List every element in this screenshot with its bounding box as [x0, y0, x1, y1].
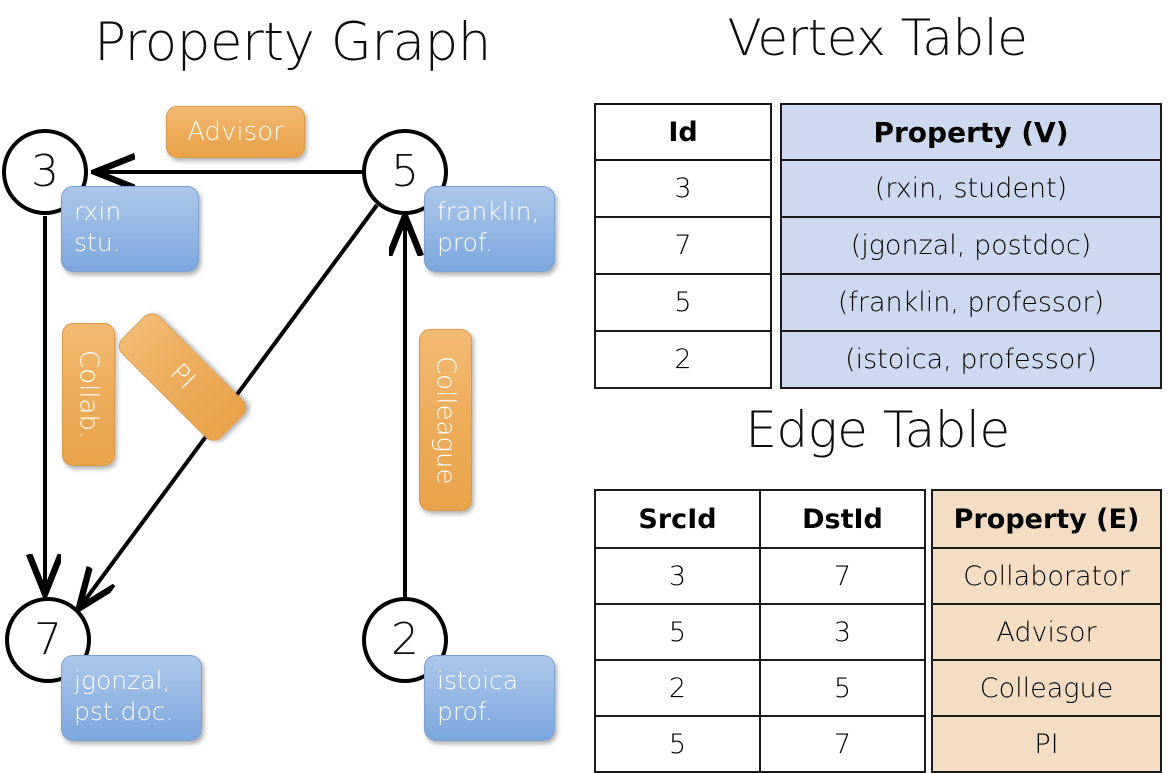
edge-table-cell-dstid: 5 [759, 659, 926, 717]
table-row: (istoica, professor) [780, 330, 1162, 389]
vertex-property-box-2-line2: prof. [437, 697, 493, 726]
edge-label-collab: Collab. [62, 323, 115, 466]
edge-table-cell-dstid: 7 [759, 715, 926, 773]
vertex-property-box-5-line2: prof. [437, 228, 493, 257]
vertex-property-box-7: jgonzal, pst.doc. [61, 655, 202, 741]
edge-table-cell-srcid: 2 [594, 659, 761, 717]
edge-label-advisor: Advisor [166, 106, 305, 158]
vertex-table-cell-id: 3 [594, 159, 772, 218]
vertex-property-box-3: rxin stu. [61, 186, 199, 272]
vertex-property-box-2-line1: istoica [437, 666, 519, 695]
edge-label-pi-text: PI [163, 358, 202, 396]
page-title-vertex-table: Vertex Table [727, 9, 1028, 67]
edge-table-header-srcid: SrcId [594, 489, 761, 549]
property-graph-panel: Property Graph 3 5 7 2 rxin stu. frankli… [0, 0, 585, 760]
edge-label-colleague-text: Colleague [430, 355, 461, 485]
table-row: 2 [594, 330, 772, 389]
vertex-table-header-property: Property (V) [780, 103, 1162, 161]
edge-table-cell-srcid: 3 [594, 547, 761, 605]
table-row: 3 7 [594, 547, 926, 605]
page-title-edge-table: Edge Table [745, 401, 1010, 459]
table-header-row: Property (V) [780, 103, 1162, 161]
vertex-table-cell-property: (rxin, student) [780, 159, 1162, 218]
table-row: PI [931, 715, 1162, 773]
edge-table-cell-property: Colleague [931, 659, 1162, 717]
vertex-table-cell-id: 7 [594, 216, 772, 275]
table-row: (rxin, student) [780, 159, 1162, 218]
edge-table-src-dst-columns: SrcId DstId 3 7 5 3 2 5 5 7 [594, 489, 926, 773]
table-header-row: Id [594, 103, 772, 161]
vertex-table-header-id: Id [594, 103, 772, 161]
table-row: 5 [594, 273, 772, 332]
vertex-property-box-5: franklin, prof. [424, 186, 555, 272]
table-row: (franklin, professor) [780, 273, 1162, 332]
table-header-row: Property (E) [931, 489, 1162, 549]
page-title-property-graph: Property Graph [94, 12, 491, 73]
vertex-property-box-7-line1: jgonzal, [74, 666, 171, 695]
edge-table-cell-srcid: 5 [594, 715, 761, 773]
vertex-node-5-label: 5 [391, 146, 419, 197]
edge-table-header-property: Property (E) [931, 489, 1162, 549]
table-row: Advisor [931, 603, 1162, 661]
vertex-node-2[interactable]: 2 [362, 597, 448, 683]
table-row: 5 7 [594, 715, 926, 773]
edge-table-cell-property: Collaborator [931, 547, 1162, 605]
vertex-property-box-7-line2: pst.doc. [74, 697, 174, 726]
vertex-table-id-column: Id 3 7 5 2 [594, 103, 772, 389]
vertex-node-3-label: 3 [31, 146, 59, 197]
vertex-property-box-5-line1: franklin, [437, 197, 540, 226]
edge-label-collab-text: Collab. [73, 349, 104, 440]
vertex-property-box-2: istoica prof. [424, 655, 555, 741]
vertex-table-cell-id: 5 [594, 273, 772, 332]
edge-table-cell-property: PI [931, 715, 1162, 773]
vertex-table-cell-property: (jgonzal, postdoc) [780, 216, 1162, 275]
edge-label-colleague: Colleague [419, 329, 472, 511]
table-row: Collaborator [931, 547, 1162, 605]
vertex-table-property-column: Property (V) (rxin, student) (jgonzal, p… [780, 103, 1162, 389]
table-row: 5 3 [594, 603, 926, 661]
table-row: 7 [594, 216, 772, 275]
edge-table-property-column: Property (E) Collaborator Advisor Collea… [931, 489, 1162, 773]
edge-table-header-dstid: DstId [759, 489, 926, 549]
table-row: 3 [594, 159, 772, 218]
vertex-node-2-label: 2 [391, 614, 419, 665]
table-row: Colleague [931, 659, 1162, 717]
edge-table-cell-srcid: 5 [594, 603, 761, 661]
table-row: 2 5 [594, 659, 926, 717]
vertex-property-box-3-line1: rxin [74, 197, 122, 226]
vertex-table-cell-property: (istoica, professor) [780, 330, 1162, 389]
table-header-row: SrcId DstId [594, 489, 926, 549]
vertex-table-cell-id: 2 [594, 330, 772, 389]
edge-table-cell-dstid: 3 [759, 603, 926, 661]
vertex-property-box-3-line2: stu. [74, 228, 121, 257]
table-row: (jgonzal, postdoc) [780, 216, 1162, 275]
vertex-table-cell-property: (franklin, professor) [780, 273, 1162, 332]
edge-table-cell-dstid: 7 [759, 547, 926, 605]
edge-label-advisor-text: Advisor [187, 117, 284, 147]
edge-table-cell-property: Advisor [931, 603, 1162, 661]
vertex-node-7-label: 7 [34, 614, 62, 665]
